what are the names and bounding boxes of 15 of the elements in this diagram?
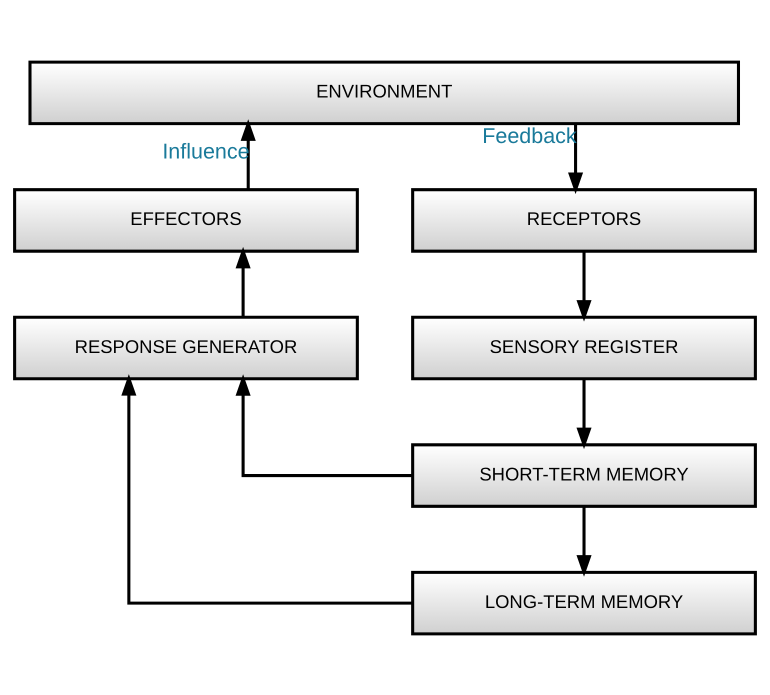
- arrow: [236, 374, 413, 477]
- arrow: [236, 246, 251, 317]
- arrow: [576, 378, 592, 449]
- arrow: [576, 250, 592, 322]
- arrow: [240, 118, 256, 190]
- node-box: EFFECTORS: [13, 188, 359, 252]
- node-box: ENVIRONMENT: [28, 60, 740, 125]
- node-box: LONG-TERM MEMORY: [411, 570, 757, 635]
- arrow: [121, 374, 413, 604]
- node-box: SHORT-TERM MEMORY: [411, 442, 757, 508]
- node-box: RESPONSE GENERATOR: [13, 315, 359, 380]
- node-box: RECEPTORS: [411, 188, 757, 252]
- arrow: [576, 506, 592, 576]
- node-box: SENSORY REGISTER: [411, 315, 757, 380]
- arrow: [568, 123, 584, 194]
